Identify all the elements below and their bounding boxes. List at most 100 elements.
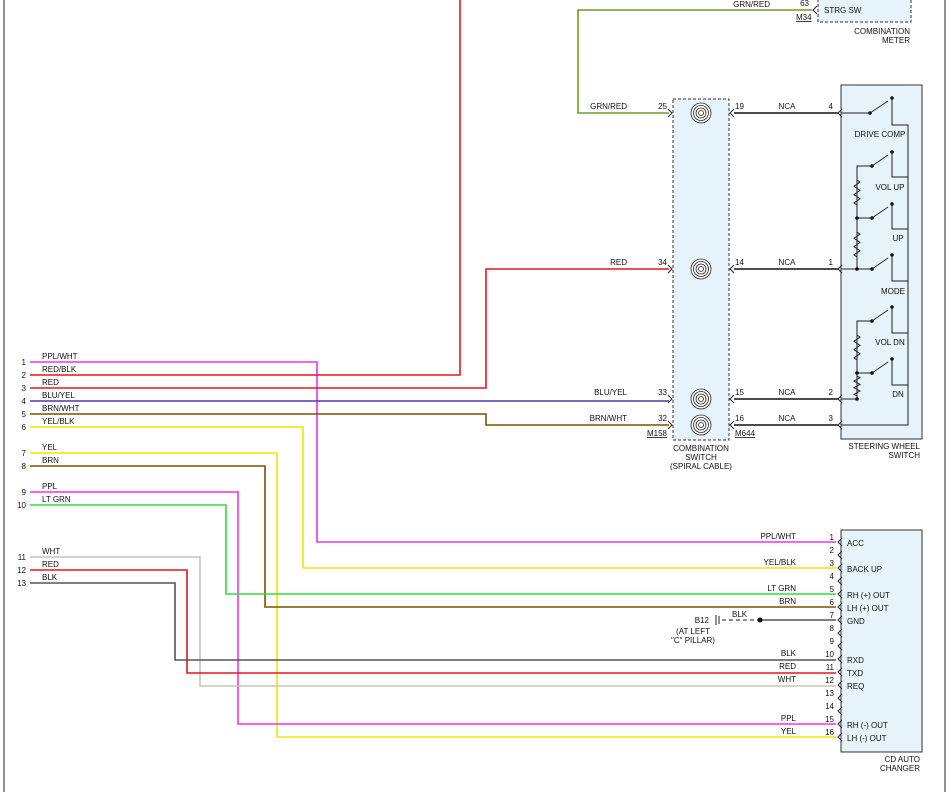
- cd-pin-arrow: [837, 667, 843, 677]
- spiral-ring: [693, 105, 709, 121]
- switch-label-vol-up: VOL UP: [875, 183, 904, 192]
- steering-wheel-switch-label: SWITCH: [888, 451, 920, 460]
- cd-pin-arrow: [837, 602, 843, 612]
- wire-blk-rxd: [30, 582, 836, 661]
- spiral-right-wire-label: NCA: [779, 414, 797, 423]
- spiral-right-arrow: [729, 394, 735, 404]
- labels: 1PPL/WHT2RED/BLK3RED4BLU/YEL5BRN/WHT6YEL…: [17, 0, 920, 773]
- left-pin-number: 9: [22, 488, 27, 497]
- cd-pin-arrow: [837, 563, 843, 573]
- junction-dot: [855, 397, 859, 401]
- left-pin-number: 2: [22, 371, 27, 380]
- spiral-left-wire-label: BLU/YEL: [594, 388, 627, 397]
- switch-pin-number: 1: [829, 258, 834, 267]
- spiral-left-arrow: [667, 264, 673, 274]
- cd-function-acc: ACC: [847, 539, 864, 548]
- switch-contact: [870, 164, 874, 168]
- wire-red: [30, 268, 669, 389]
- left-pin-number: 8: [22, 462, 27, 471]
- spiral-cable-label: SWITCH: [685, 453, 717, 462]
- wire-brn-wht: [30, 413, 669, 426]
- spiral-left-pin: 32: [658, 414, 667, 423]
- spiral-ring: [695, 263, 707, 275]
- left-wire-label: BLK: [42, 573, 58, 582]
- resistor-icon: [853, 179, 861, 206]
- cd-wire-label: WHT: [778, 675, 796, 684]
- left-wire-label: BLU/YEL: [42, 391, 75, 400]
- cd-wire-label: YEL/BLK: [764, 558, 797, 567]
- wire-yel: [30, 452, 836, 738]
- spiral-ring: [698, 110, 704, 116]
- spiral-right-pin: 14: [735, 258, 744, 267]
- left-wire-label: RED: [42, 378, 59, 387]
- resistor-icon: [853, 334, 861, 361]
- spiral-left-arrow: [667, 108, 673, 118]
- spiral-ring: [690, 258, 712, 280]
- cd-pin-number: 9: [830, 637, 835, 646]
- switch-up: [871, 206, 889, 219]
- left-pin-number: 7: [22, 449, 27, 458]
- left-pin-number: 10: [17, 501, 26, 510]
- spiral-cable-label: COMBINATION: [673, 444, 729, 453]
- cd-function-lh-out: LH (+) OUT: [847, 604, 889, 613]
- cd-pin-arrow: [837, 641, 843, 651]
- spiral-right-wire-label: NCA: [779, 388, 797, 397]
- spiral-coil-icon: [690, 258, 712, 280]
- cd-function-txd: TXD: [847, 669, 863, 678]
- wire-wht: [30, 556, 836, 687]
- spiral-right-arrow: [729, 264, 735, 274]
- wire-yel-blk: [30, 426, 836, 569]
- left-wire-label: LT GRN: [42, 495, 71, 504]
- cd-pin-arrow: [837, 615, 843, 625]
- cd-wire-label: PPL: [781, 714, 797, 723]
- spiral-left-wire-label: BRN/WHT: [590, 414, 627, 423]
- left-pin-number: 6: [22, 423, 27, 432]
- combination-meter-label: METER: [882, 36, 910, 45]
- spiral-right-pin: 19: [735, 102, 744, 111]
- spiral-ring: [698, 422, 704, 428]
- switch-label-up: UP: [892, 234, 903, 243]
- resistor-icon: [852, 375, 862, 397]
- left-pin-number: 4: [22, 397, 27, 406]
- spiral-right-arrow: [729, 108, 735, 118]
- left-wire-label: PPL: [42, 482, 58, 491]
- cd-pin-number: 14: [825, 702, 834, 711]
- wire-lt-grn: [30, 504, 836, 595]
- spiral-ring: [698, 396, 704, 402]
- spiral-ring: [695, 107, 707, 119]
- spiral-ring: [698, 266, 704, 272]
- switch-bus: [891, 152, 908, 178]
- cd-pin-arrow: [837, 628, 843, 638]
- switch-arrow: [837, 108, 843, 118]
- cd-wire-label: BRN: [779, 597, 796, 606]
- cd-wire-label: PPL/WHT: [760, 532, 796, 541]
- cd-pin-number: 1: [830, 533, 835, 542]
- switch-bus: [891, 255, 908, 282]
- cd-pin-number: 12: [825, 676, 834, 685]
- cd-pin-number: 8: [830, 624, 835, 633]
- wire-red-blk: [30, 0, 461, 376]
- cd-pin-arrow: [837, 706, 843, 716]
- cd-pin-arrow: [837, 589, 843, 599]
- cd-pin-number: 11: [826, 663, 835, 672]
- spiral-right-arrow: [729, 420, 735, 430]
- cd-pin-number: 2: [830, 546, 835, 555]
- cd-pin-arrow: [837, 719, 843, 729]
- switch-vol-dn: [871, 309, 889, 322]
- left-pin-number: 1: [22, 358, 27, 367]
- wire-red-txd: [30, 569, 836, 674]
- left-pin-number: 3: [22, 384, 27, 393]
- strg-sw-label: STRG SW: [824, 6, 862, 15]
- switch-label-mode: MODE: [881, 287, 905, 296]
- switch-contact: [870, 371, 874, 375]
- wire-ppl-wht: [30, 361, 836, 543]
- cd-pin-arrow: [837, 550, 843, 560]
- switch-pin-number: 4: [829, 102, 834, 111]
- switch-arrow: [837, 394, 843, 404]
- spiral-coil-icon: [690, 102, 712, 124]
- cd-auto-changer-label: CD AUTO: [885, 755, 920, 764]
- switch-arrow: [837, 264, 843, 274]
- meter-pin-number: 63: [800, 0, 809, 8]
- cd-pin-number: 7: [830, 611, 835, 620]
- connector-id-m158: M158: [647, 429, 668, 438]
